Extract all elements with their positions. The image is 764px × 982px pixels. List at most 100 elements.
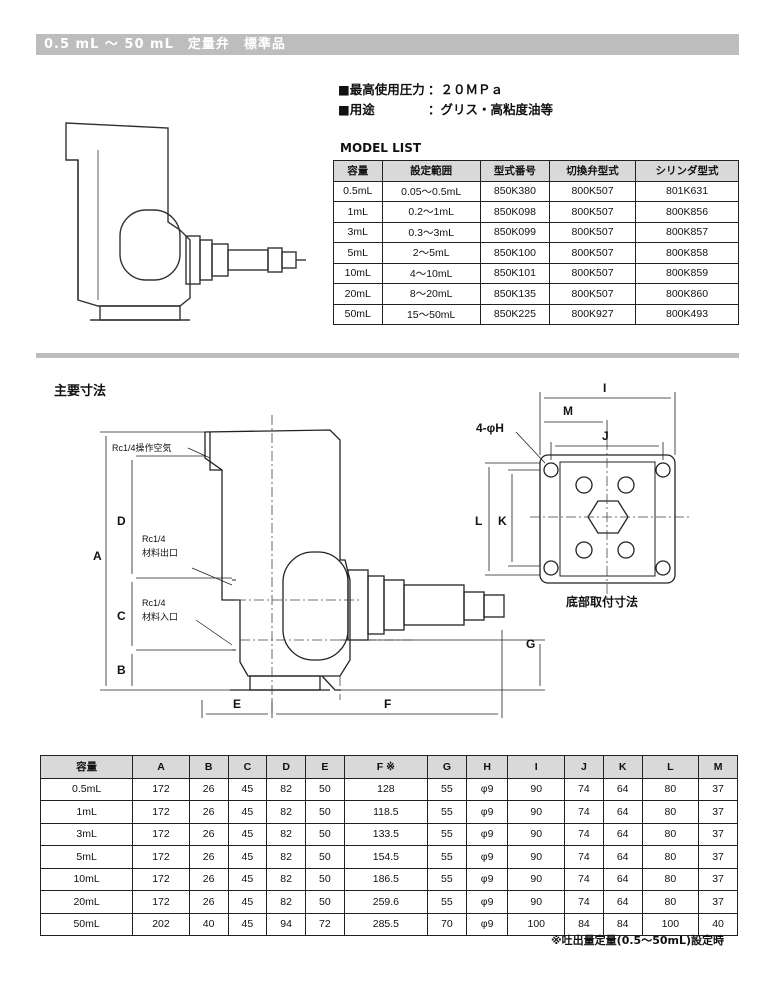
table-cell: 74 <box>564 800 604 824</box>
table-cell: 80 <box>641 800 700 824</box>
table-cell: φ9 <box>465 890 509 914</box>
dim-label-F: F <box>384 697 391 711</box>
table-cell: 800K856 <box>635 201 739 223</box>
table-cell: 64 <box>602 867 643 891</box>
table-cell: 20mL <box>39 890 134 914</box>
outlet-material-label: 材料出口 <box>142 547 178 558</box>
table-cell: φ9 <box>465 912 509 936</box>
column-header: 容量 <box>333 160 383 182</box>
spec-key: ■最高使用圧力 <box>338 82 425 97</box>
column-header: 設定範囲 <box>381 160 481 182</box>
table-cell: 40 <box>698 912 738 936</box>
table-cell: 26 <box>188 845 229 869</box>
table-cell: 3mL <box>333 221 383 243</box>
column-header: 容量 <box>39 755 134 779</box>
table-cell: 850K100 <box>479 242 551 264</box>
column-header: G <box>427 755 467 779</box>
table-cell: 50 <box>304 867 345 891</box>
dim-label-G: G <box>526 637 535 651</box>
table-cell: 80 <box>641 867 700 891</box>
spec-value: ：２０ＭＰａ <box>428 82 504 97</box>
table-cell: 64 <box>602 845 643 869</box>
table-cell: 128 <box>343 777 429 801</box>
table-cell: φ9 <box>465 867 509 891</box>
table-cell: 50 <box>304 890 345 914</box>
table-cell: 800K507 <box>549 180 637 202</box>
dim-label-M: M <box>563 404 573 418</box>
column-header: L <box>641 755 700 779</box>
table-cell: 0.5mL <box>39 777 134 801</box>
table-cell: φ9 <box>465 845 509 869</box>
column-header: M <box>698 755 738 779</box>
air-port-label: Rc1/4操作空気 <box>112 442 172 453</box>
table-cell: 800K507 <box>549 262 637 284</box>
table-cell: 37 <box>698 822 738 846</box>
dim-label-K: K <box>498 514 507 528</box>
table-cell: 850K135 <box>479 283 551 305</box>
table-cell: 285.5 <box>343 912 429 936</box>
table-cell: 15～50mL <box>381 303 481 325</box>
table-cell: 800K860 <box>635 283 739 305</box>
table-cell: 82 <box>266 867 306 891</box>
table-cell: 801K631 <box>635 180 739 202</box>
dimensions-title: 主要寸法 <box>54 384 107 399</box>
bottom-view <box>539 454 676 584</box>
table-cell: 55 <box>427 800 467 824</box>
table-cell: 72 <box>304 912 345 936</box>
table-cell: 800K927 <box>549 303 637 325</box>
dim-label-D: D <box>117 514 126 528</box>
table-cell: 45 <box>227 777 268 801</box>
dim-label-J: J <box>602 429 609 443</box>
table-cell: 45 <box>227 867 268 891</box>
table-cell: 74 <box>564 777 604 801</box>
table-cell: 90 <box>507 800 566 824</box>
table-cell: 82 <box>266 845 306 869</box>
table-cell: 40 <box>188 912 229 936</box>
column-header: C <box>227 755 268 779</box>
table-cell: 45 <box>227 800 268 824</box>
table-cell: 94 <box>266 912 306 936</box>
table-cell: 259.6 <box>343 890 429 914</box>
table-cell: 10mL <box>39 867 134 891</box>
table-cell: φ9 <box>465 822 509 846</box>
table-cell: 0.2～1mL <box>381 201 481 223</box>
inlet-port-label: Rc1/4 <box>142 598 166 608</box>
table-cell: 10mL <box>333 262 383 284</box>
table-cell: 800K858 <box>635 242 739 264</box>
spec-key: ■用途 <box>338 102 375 117</box>
table-cell: 37 <box>698 777 738 801</box>
outlet-port-label: Rc1/4 <box>142 534 166 544</box>
table-cell: 74 <box>564 890 604 914</box>
table-cell: 154.5 <box>343 845 429 869</box>
table-cell: 26 <box>188 822 229 846</box>
table-cell: 4～10mL <box>381 262 481 284</box>
table-cell: 172 <box>132 777 190 801</box>
table-cell: 70 <box>427 912 467 936</box>
table-cell: 26 <box>188 867 229 891</box>
table-cell: 172 <box>132 845 190 869</box>
dim-label-I: I <box>603 381 606 395</box>
table-cell: 3mL <box>39 822 134 846</box>
table-cell: 80 <box>641 777 700 801</box>
table-cell: 8～20mL <box>381 283 481 305</box>
table-cell: 45 <box>227 912 268 936</box>
table-cell: 50mL <box>39 912 134 936</box>
table-cell: 84 <box>564 912 604 936</box>
table-cell: 45 <box>227 822 268 846</box>
table-cell: 37 <box>698 890 738 914</box>
table-cell: 100 <box>641 912 700 936</box>
table-cell: 74 <box>564 822 604 846</box>
table-cell: 80 <box>641 822 700 846</box>
column-header: A <box>132 755 190 779</box>
table-cell: 850K225 <box>479 303 551 325</box>
table-cell: 172 <box>132 890 190 914</box>
